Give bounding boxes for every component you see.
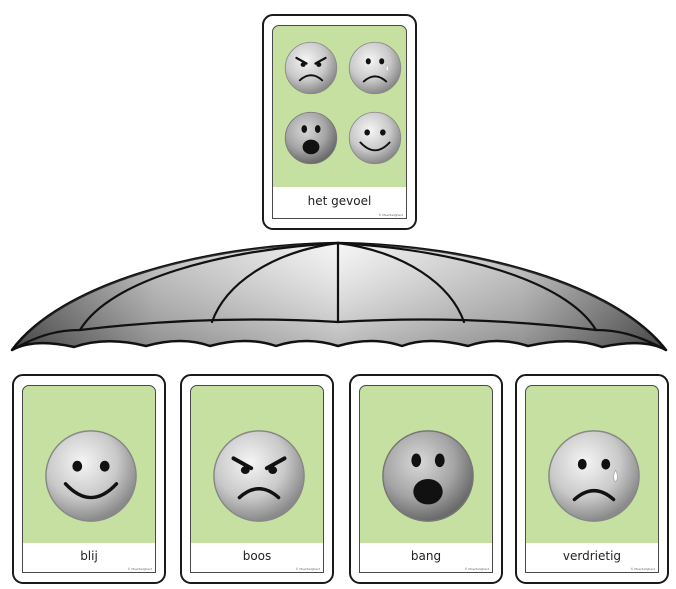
card-credit: © Meertaligheid — [295, 567, 320, 571]
umbrella-ribs — [10, 241, 668, 352]
top-card-credit: © Meertaligheid — [378, 213, 403, 217]
angry-face-icon — [210, 427, 308, 525]
card-label-box: bang © Meertaligheid — [359, 543, 493, 573]
card-art — [525, 385, 659, 552]
scared-face-icon — [379, 427, 477, 525]
card-credit: © Meertaligheid — [464, 567, 489, 571]
top-card-label: het gevoel — [307, 194, 372, 208]
card-label-box: boos © Meertaligheid — [190, 543, 324, 573]
card-label: bang — [410, 549, 442, 563]
card-credit: © Meertaligheid — [127, 567, 152, 571]
card-art — [190, 385, 324, 552]
top-card: het gevoel © Meertaligheid — [262, 14, 417, 230]
card-art — [22, 385, 156, 552]
card-boos: boos © Meertaligheid — [180, 374, 334, 584]
top-card-label-box: het gevoel © Meertaligheid — [272, 187, 407, 219]
card-label: blij — [80, 549, 98, 563]
top-card-art — [272, 25, 407, 196]
card-blij: blij © Meertaligheid — [12, 374, 166, 584]
happy-face-icon — [42, 427, 140, 525]
card-label-box: blij © Meertaligheid — [22, 543, 156, 573]
card-label-box: verdrietig © Meertaligheid — [525, 543, 659, 573]
card-label: verdrietig — [562, 549, 622, 563]
card-verdrietig: verdrietig © Meertaligheid — [515, 374, 669, 584]
card-bang: bang © Meertaligheid — [349, 374, 503, 584]
card-art — [359, 385, 493, 552]
card-credit: © Meertaligheid — [630, 567, 655, 571]
card-label: boos — [242, 549, 272, 563]
sad-face-icon — [545, 427, 643, 525]
